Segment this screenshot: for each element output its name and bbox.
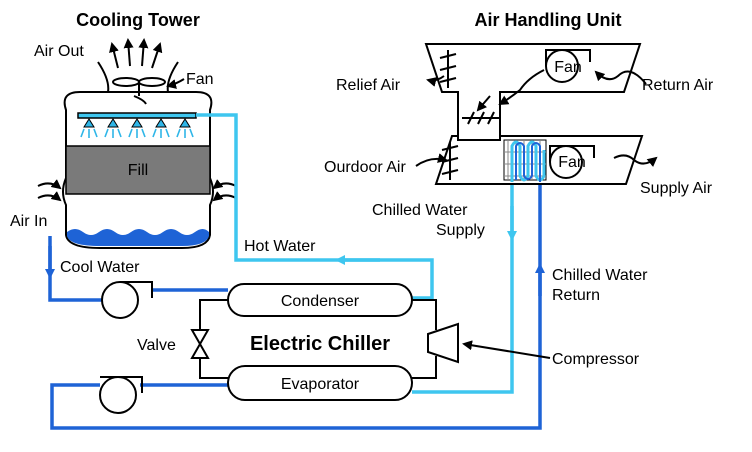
relief-damper-icon [439, 50, 457, 88]
chilled-water-return-line [50, 150, 542, 430]
relief-air-label: Relief Air [336, 77, 401, 94]
fill-label: Fill [128, 162, 148, 179]
cooling-tower-title: Cooling Tower [76, 10, 200, 30]
spray-nozzles [80, 118, 194, 138]
return-fan-outflow [498, 69, 545, 106]
electric-chiller-title: Electric Chiller [250, 333, 390, 355]
air-handling-unit-title: Air Handling Unit [475, 10, 622, 30]
cooling-tower: Cooling Tower Fill Air Out Fan [10, 10, 237, 249]
hot-water-line [196, 113, 434, 300]
chilled-water-return-label-line2: Return [552, 287, 600, 304]
air-in-label: Air In [10, 213, 47, 230]
air-out-arrows [109, 38, 163, 69]
evaporator-label: Evaporator [281, 376, 360, 393]
chilled-water-pump-icon [99, 376, 143, 414]
chilled-water-supply-label-line1: Chilled Water [372, 202, 468, 219]
return-air-arrow [594, 70, 647, 85]
fan-label-tower: Fan [186, 71, 214, 88]
valve-label: Valve [137, 337, 176, 354]
cool-water-label: Cool Water [60, 259, 140, 276]
cooling-coil-icon [503, 139, 547, 182]
relief-air-arrow [426, 75, 445, 87]
hot-water-label: Hot Water [244, 238, 316, 255]
outdoor-air-arrow [415, 153, 448, 167]
air-in-arrows [37, 179, 237, 202]
fan-label-supply: Fan [558, 154, 586, 171]
spray-header [77, 112, 197, 119]
chilled-water-return-label-line1: Chilled Water [552, 267, 648, 284]
return-air-duct [424, 43, 642, 141]
tower-fan-icon [112, 77, 166, 105]
compressor-label: Compressor [552, 351, 640, 368]
fill-media [65, 145, 211, 195]
outdoor-air-label: Ourdoor Air [324, 159, 406, 176]
fan-stack [97, 61, 179, 93]
supply-fan-icon [549, 145, 595, 179]
condenser-pump-icon [101, 281, 153, 319]
electric-chiller: Condenser Evaporator Electric Chiller Va… [137, 283, 640, 401]
basin-water [67, 229, 209, 246]
return-air-label: Return Air [642, 77, 714, 94]
mixing-damper-icon [462, 111, 500, 125]
condenser-label: Condenser [281, 293, 360, 310]
fan-label-return: Fan [554, 59, 582, 76]
chilled-water-supply-label-line2: Supply [436, 222, 485, 239]
supply-air-arrow [613, 154, 658, 167]
chilled-water-supply-line [412, 150, 514, 394]
return-fan-icon [545, 49, 591, 83]
valve-icon [190, 329, 210, 359]
supply-air-label: Supply Air [640, 180, 713, 197]
compressor-icon [427, 322, 459, 364]
air-handling-unit: Air Handling Unit Fa [324, 10, 714, 304]
condenser [227, 283, 413, 317]
air-out-label: Air Out [34, 43, 84, 60]
evaporator [227, 365, 413, 401]
